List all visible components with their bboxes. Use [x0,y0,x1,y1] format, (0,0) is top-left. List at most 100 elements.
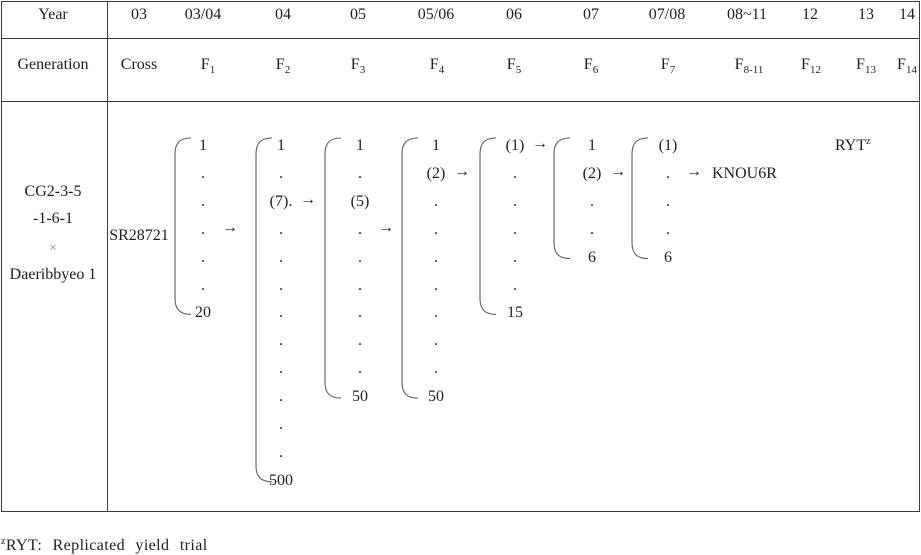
generation-subscript: 12 [809,64,821,76]
continuation-dot: . [434,332,438,350]
cross-parent-b: Daeribbyeo 1 [9,266,97,283]
continuation-dot: . [279,332,283,350]
generation-subscript: 1 [209,64,216,76]
continuation-dot: . [201,248,205,266]
selected-line-number: (7). [269,192,293,210]
continuation-dot: . [279,360,283,378]
selected-line-number: (1) [505,137,525,154]
cross-parent-a-line1: CG2-3-5 [24,183,82,200]
generation-base: F [583,56,593,73]
generation-cell: F1 [201,57,216,76]
footnote: zRYT: Replicated yield trial [1,537,208,554]
final-line-name: KNOU6R [712,164,777,182]
line-number: 50 [352,388,368,406]
selected-line-number: (2) [426,164,446,182]
generation-base: F [275,56,285,73]
continuation-dot: . [513,164,517,182]
year-cell: 07/08 [648,6,686,23]
generation-cell: F13 [856,56,876,76]
ryt-text: RYT [835,137,867,154]
generation-cell: F4 [429,56,445,76]
continuation-dot: . [279,443,283,461]
generation-header: Generation [17,56,89,73]
continuation-dot: . [590,192,594,210]
selected-line-number: (1) [658,137,678,154]
generation-base: Cross [120,56,158,73]
continuation-dot: . [666,220,670,238]
line-number: 6 [588,248,596,266]
generation-subscript: 14 [905,64,917,76]
generation-base: F [429,56,439,73]
generation-subscript: 8-11 [743,64,764,76]
generation-base: F [856,56,865,73]
selection-bracket [255,137,273,483]
continuation-dot: . [279,164,283,182]
generation-subscript: 13 [864,64,876,76]
continuation-dot: . [434,248,438,266]
generation-subscript: 3 [359,64,366,76]
year-cell: 14 [899,6,915,23]
year-cell: 06 [506,6,522,23]
continuation-dot: . [434,304,438,322]
continuation-dot: . [513,248,517,266]
cross-line-name: SR28721 [109,227,169,244]
selection-arrow: → [300,190,316,208]
continuation-dot: . [279,388,283,406]
continuation-dot: . [666,192,670,210]
year-cell: 08~11 [726,6,768,23]
continuation-dot: . [590,220,594,238]
selection-bracket [324,137,342,399]
continuation-dot: . [434,276,438,294]
continuation-dot: . [666,164,670,182]
continuation-dot: . [358,304,362,322]
line-number: 500 [269,471,293,489]
selection-bracket [631,137,649,260]
generation-base: F [350,56,360,73]
footnote-text: RYT: Replicated yield trial [5,537,208,554]
generation-base: F [506,56,516,73]
year-cell: 07 [583,6,599,23]
continuation-dot: . [201,192,205,210]
generation-cell: F3 [350,56,366,76]
continuation-dot: . [513,192,517,210]
generation-cell: F12 [801,56,821,76]
selection-arrow: → [454,162,470,180]
generation-cell: F6 [583,56,599,76]
line-number: 50 [428,388,444,406]
cross-parent-a-line2: -1-6-1 [33,210,73,227]
continuation-dot: . [513,276,517,294]
selection-bracket [401,137,419,399]
column-divider [107,1,108,512]
line-number: 1 [356,137,364,154]
continuation-dot: . [279,248,283,266]
generation-subscript: 4 [438,64,445,76]
line-number: 1 [432,137,440,154]
year-header: Year [38,6,68,23]
line-number: 1 [199,137,207,154]
line-number: 6 [664,248,672,266]
selected-line-number: (2) [582,164,602,182]
generation-base: F [734,56,744,73]
ryt-label: RYTz [835,137,871,154]
selection-bracket [553,137,571,260]
table-left-border [1,1,2,512]
continuation-dot: . [358,360,362,378]
continuation-dot: . [201,220,205,238]
continuation-dot: . [358,332,362,350]
table-bottom-border [1,511,920,512]
year-cell: 03/04 [184,6,222,23]
selection-arrow: → [532,135,548,152]
generation-base: F [801,56,810,73]
generation-base: F [660,56,670,73]
continuation-dot: . [201,276,205,294]
generation-subscript: 6 [592,64,599,76]
selected-line-number: (5) [350,192,370,210]
year-cell: 13 [858,6,874,23]
line-number: 1 [277,137,285,154]
selection-arrow: → [378,218,394,236]
generation-cell: F14 [897,57,917,76]
generation-subscript: 5 [515,64,522,76]
selection-arrow: → [610,162,626,180]
